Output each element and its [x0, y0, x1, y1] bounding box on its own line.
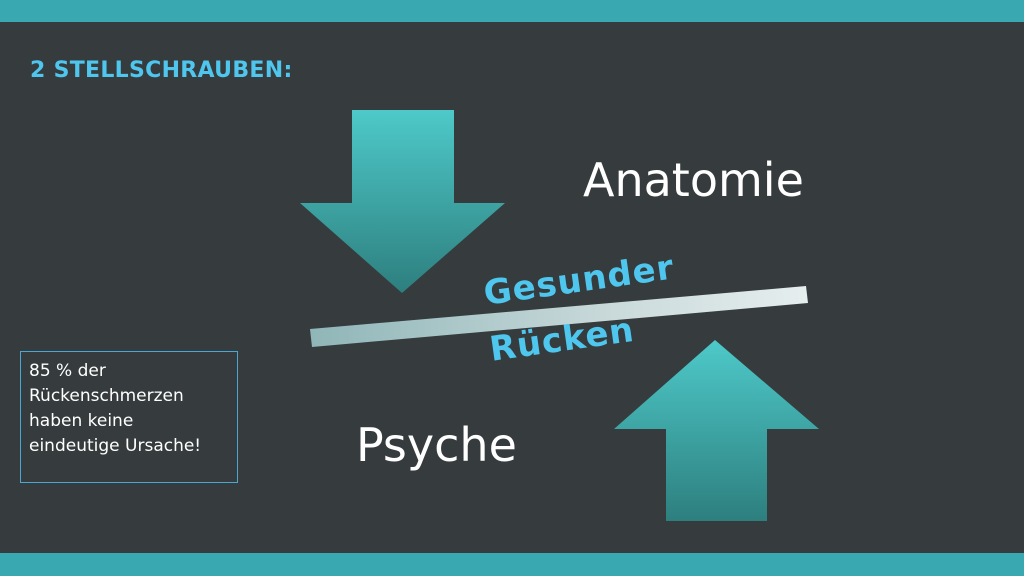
- psyche-label: Psyche: [356, 418, 517, 472]
- down-arrow-icon: [300, 110, 505, 293]
- bottom-accent-bar: [0, 553, 1024, 576]
- slide-heading: 2 STELLSCHRAUBEN:: [30, 58, 293, 83]
- note-line: Rückenschmerzen: [29, 386, 184, 406]
- note-line: 85 % der: [29, 361, 106, 381]
- anatomie-label: Anatomie: [583, 153, 804, 207]
- top-accent-bar: [0, 0, 1024, 22]
- note-box: 85 % der Rückenschmerzen haben keine ein…: [20, 351, 238, 483]
- note-line: eindeutige Ursache!: [29, 436, 202, 456]
- up-arrow-icon: [614, 340, 819, 521]
- balance-beam: [310, 286, 808, 347]
- note-line: haben keine: [29, 411, 134, 431]
